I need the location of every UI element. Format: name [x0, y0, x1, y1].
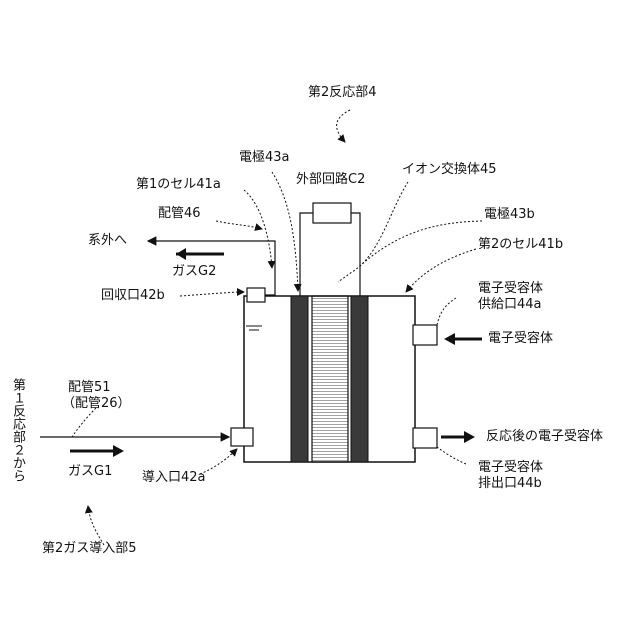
cell1-label: 第1のセル41a [136, 177, 221, 193]
electrode-43b [351, 296, 368, 462]
reacted-acceptor-label: 反応後の電子受容体 [486, 429, 603, 445]
acceptor-discharge-label-2: 排出口44b [478, 476, 542, 492]
external-circuit-label: 外部回路C2 [296, 172, 365, 188]
to-outside-label: 系外へ [88, 233, 127, 249]
gas-g1-label: ガスG1 [68, 464, 112, 480]
acceptor-discharge-label-1: 電子受容体 [478, 460, 543, 476]
inlet-port-label: 導入口42a [142, 470, 206, 486]
electrode-a-label: 電極43a [239, 150, 290, 166]
reactor-label: 第2反応部4 [308, 85, 377, 101]
acceptor-in-label: 電子受容体 [488, 331, 553, 347]
acceptor-supply-port-44a [413, 325, 437, 345]
from-first-reactor-label: 第１反応部２から [10, 378, 24, 482]
inlet-port-42a [231, 428, 253, 446]
acceptor-supply-label-2: 供給口44a [478, 297, 542, 313]
acceptor-supply-label-1: 電子受容体 [478, 281, 543, 297]
pipe26-label: （配管26） [62, 396, 131, 412]
gas-g2-label: ガスG2 [172, 264, 216, 280]
electrode-43a [291, 296, 308, 462]
external-circuit-box [313, 203, 351, 223]
gas-inlet-unit-label: 第2ガス導入部5 [42, 541, 137, 557]
electrode-b-label: 電極43b [484, 207, 535, 223]
acceptor-discharge-port-44b [413, 428, 437, 448]
ion-exchanger-45 [312, 296, 348, 462]
ion-exchanger-label: イオン交換体45 [402, 162, 497, 178]
recovery-port-42b [247, 288, 265, 302]
pipe51-label: 配管51 [68, 380, 111, 396]
recovery-port-label: 回収口42b [101, 288, 165, 304]
pipe46-label: 配管46 [158, 206, 201, 222]
circuit-wire [300, 213, 313, 296]
cell2-label: 第2のセル41b [478, 237, 563, 253]
